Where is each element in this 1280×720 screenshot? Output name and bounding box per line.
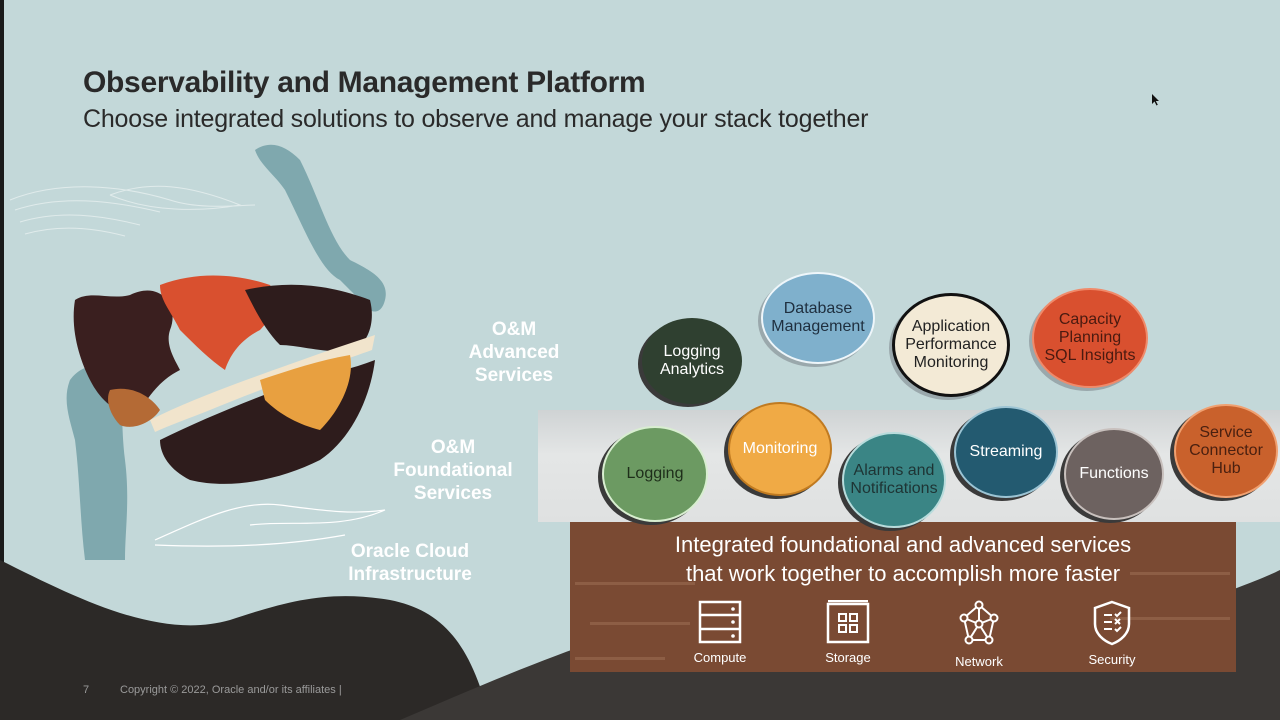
infra-storage: Storage xyxy=(803,600,893,665)
label-advanced-services: O&M Advanced Services xyxy=(462,318,566,387)
infra-network: Network xyxy=(934,600,1024,669)
bubble-line: Capacity xyxy=(1058,311,1122,328)
service-functions: Functions xyxy=(1064,428,1164,520)
label-line: Oracle Cloud xyxy=(350,541,470,562)
label-oracle-cloud-infrastructure: Oracle Cloud Infrastructure xyxy=(335,540,485,586)
bubble-line: Application xyxy=(911,318,991,335)
bubble-line: Logging xyxy=(663,343,721,360)
dark-hill-left xyxy=(0,560,490,720)
bubble-line: Monitoring xyxy=(913,354,989,371)
shield-icon xyxy=(1093,600,1131,646)
label-line: O&M xyxy=(491,319,537,340)
tagline-line: Integrated foundational and advanced ser… xyxy=(674,532,1132,557)
bubble-line: Hub xyxy=(1211,460,1241,477)
storage-grid-icon xyxy=(826,600,870,644)
infra-label: Compute xyxy=(693,650,747,665)
bubble-line: Planning xyxy=(1058,329,1122,346)
mouse-cursor-icon xyxy=(1152,94,1159,106)
dark-hill-right xyxy=(400,570,1280,720)
bubble-line: Management xyxy=(771,318,865,335)
service-monitoring: Monitoring xyxy=(728,402,832,496)
bubble-line: Performance xyxy=(905,336,997,353)
slide-subtitle: Choose integrated solutions to observe a… xyxy=(83,105,869,133)
upper-hand xyxy=(255,144,386,312)
fingerprint-swirl xyxy=(9,185,256,237)
service-logging: Logging xyxy=(602,426,708,522)
infrastructure-tagline: Integrated foundational and advanced ser… xyxy=(570,530,1236,588)
bubble-line: Monitoring xyxy=(742,440,818,457)
infra-label: Security xyxy=(1088,652,1136,667)
infra-compute: Compute xyxy=(675,600,765,665)
wave-lines xyxy=(154,503,386,547)
bubble-line: Notifications xyxy=(850,480,938,497)
slide-title: Observability and Management Platform xyxy=(83,66,646,99)
label-line: O&M xyxy=(430,437,476,458)
bubble-line: Database xyxy=(783,300,853,317)
bubble-line: Analytics xyxy=(659,361,725,378)
lower-hand xyxy=(66,366,128,560)
tagline-line: that work together to accomplish more fa… xyxy=(685,561,1121,586)
bubble-line: Alarms and xyxy=(853,462,935,479)
copyright-text: Copyright © 2022, Oracle and/or its affi… xyxy=(120,684,342,696)
label-line: Infrastructure xyxy=(348,564,472,585)
label-line: Foundational xyxy=(393,460,513,481)
bubble-line: SQL Insights xyxy=(1044,347,1136,364)
infra-security: Security xyxy=(1067,600,1157,667)
bubble-line: Service xyxy=(1199,424,1253,441)
server-icon xyxy=(698,600,742,644)
infra-label: Storage xyxy=(825,650,871,665)
label-line: Advanced xyxy=(468,342,560,363)
service-streaming: Streaming xyxy=(954,406,1058,498)
label-foundational-services: O&M Foundational Services xyxy=(383,436,523,505)
puzzle-pieces xyxy=(73,275,375,484)
infra-label: Network xyxy=(955,654,1003,669)
network-icon xyxy=(959,600,999,645)
bubble-line: Connector xyxy=(1189,442,1263,459)
label-line: Services xyxy=(474,365,554,386)
window-edge xyxy=(0,0,4,720)
bubble-line: Functions xyxy=(1079,465,1149,482)
bubble-line: Logging xyxy=(626,465,684,482)
label-line: Services xyxy=(413,483,493,504)
bubble-line: Streaming xyxy=(969,443,1043,460)
infrastructure-brick-wall xyxy=(570,522,1236,672)
page-number: 7 xyxy=(83,684,90,696)
